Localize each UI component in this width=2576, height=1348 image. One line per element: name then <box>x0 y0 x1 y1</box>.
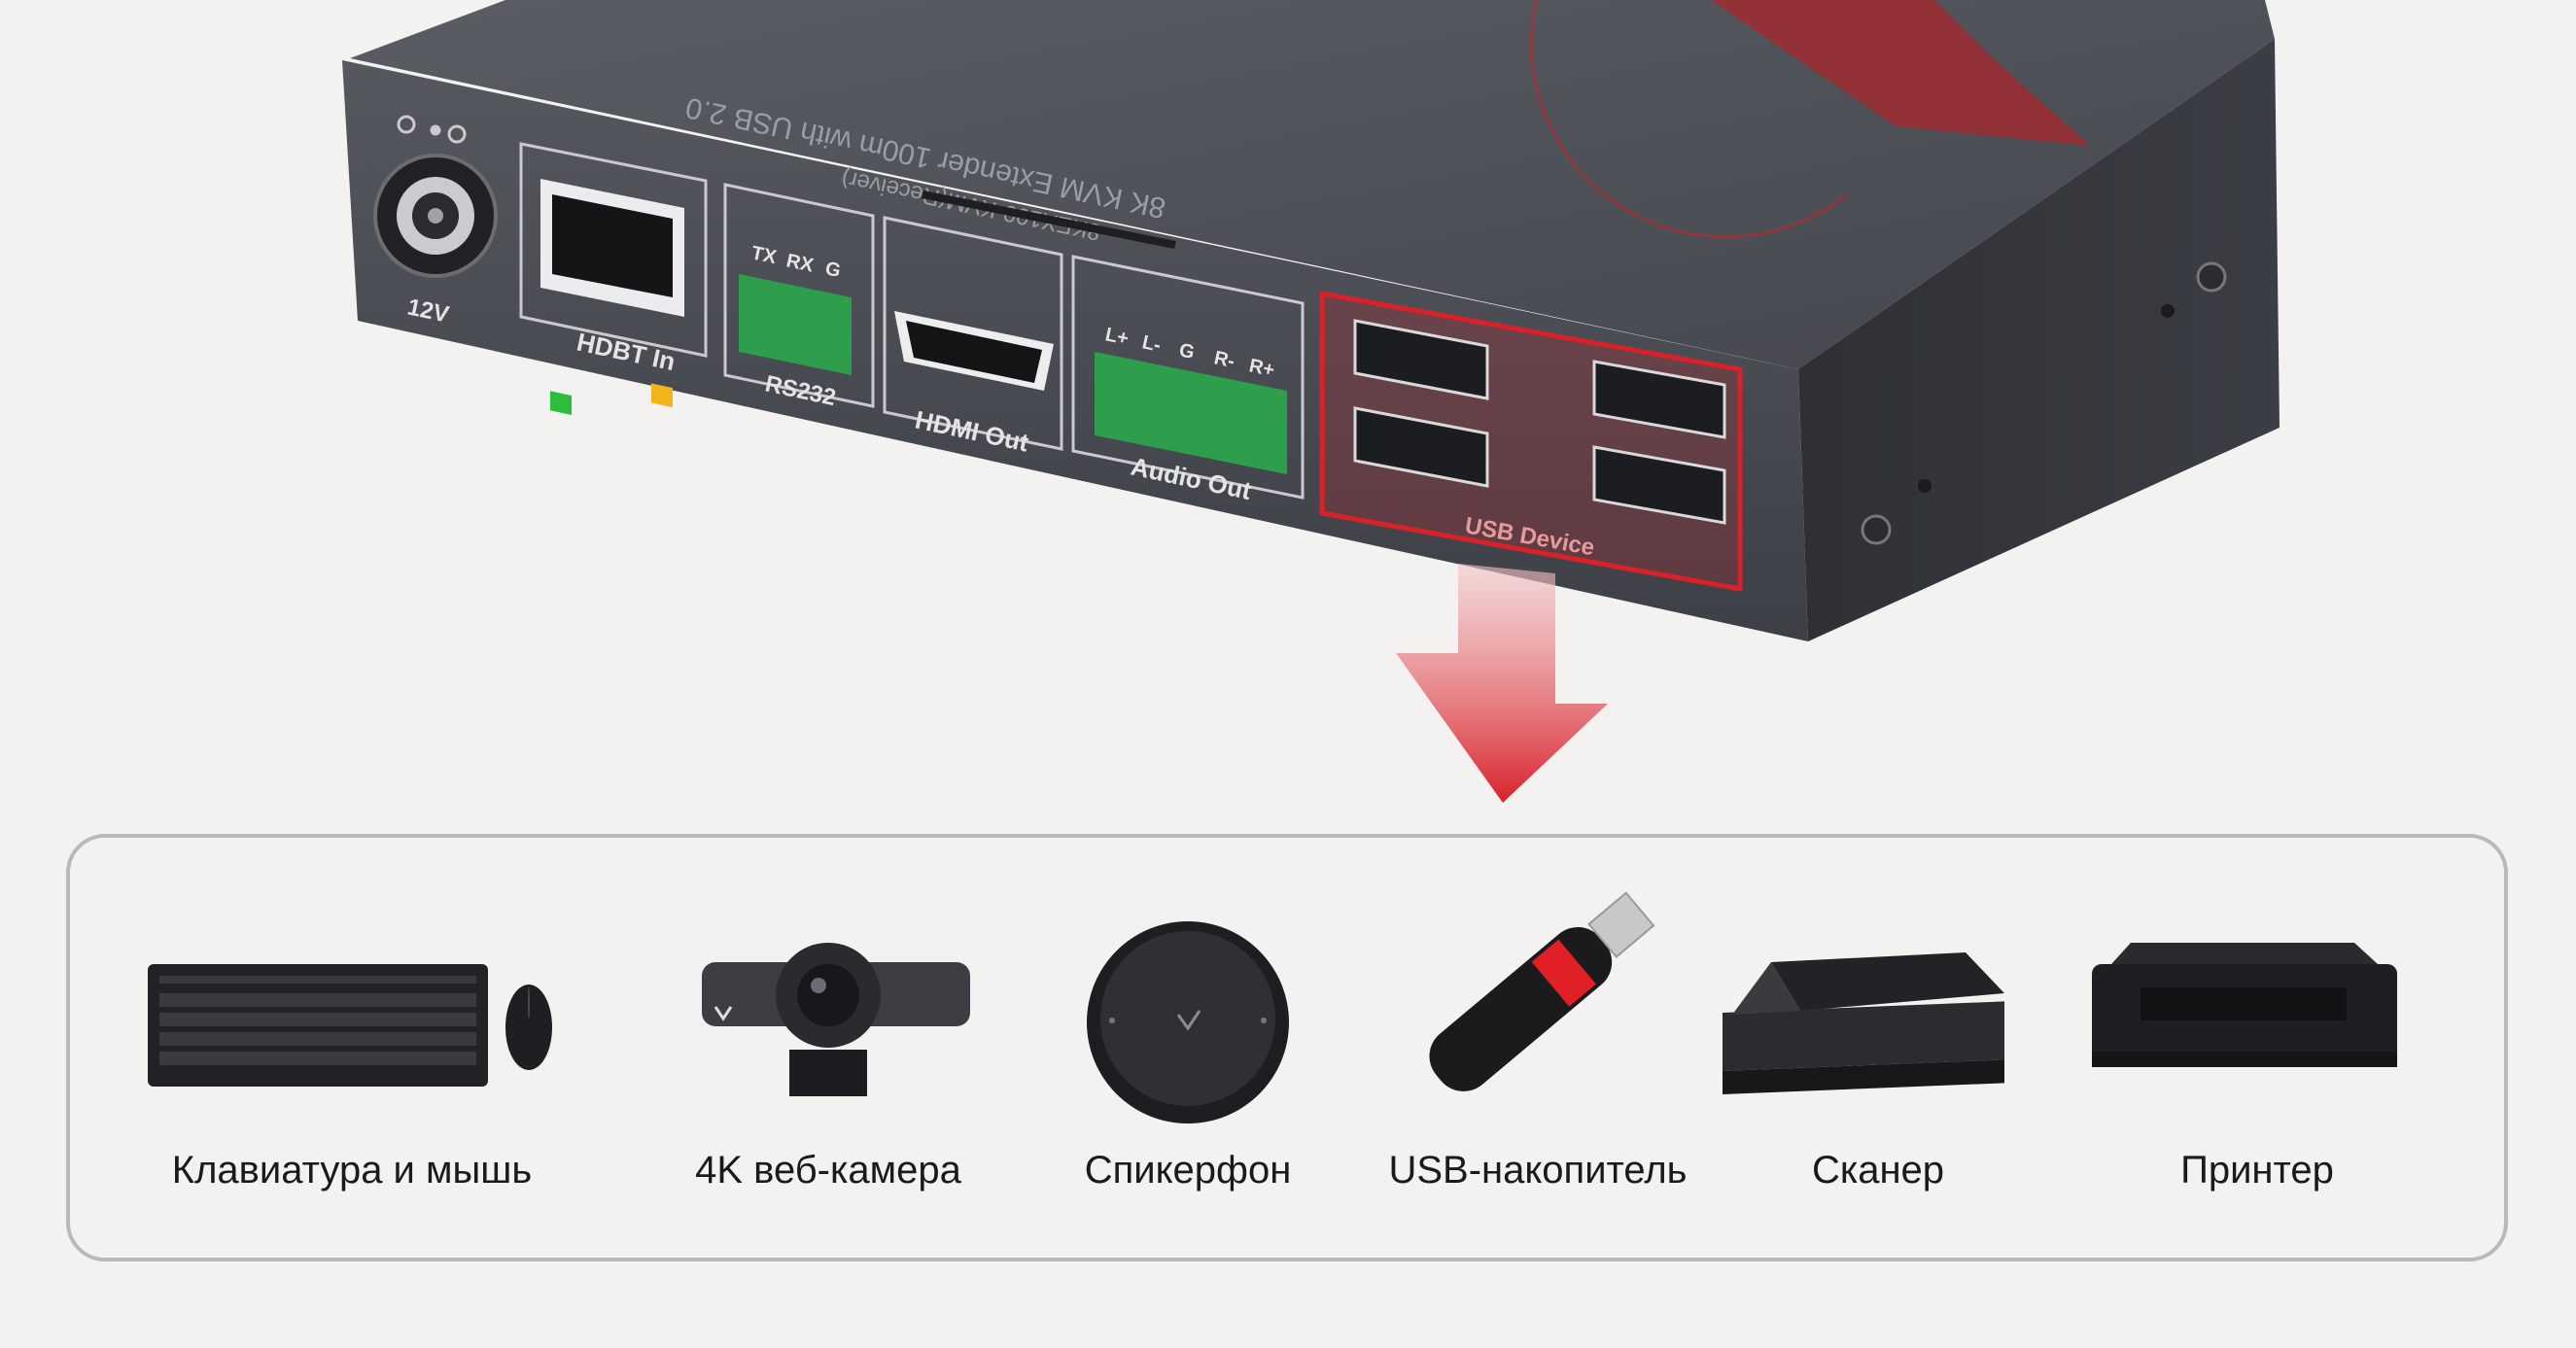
top-slot <box>922 190 1176 249</box>
usb-drive-icon <box>1429 891 1655 1091</box>
audio-pin-g: G <box>1177 339 1197 363</box>
device-label: 4K веб-камера <box>695 1149 961 1192</box>
screw-icon <box>1861 514 1892 545</box>
kvm-extender-receiver: 8K KVM Extender 100m with USB 2.0 8KEX10… <box>342 0 2280 803</box>
webcam-icon <box>702 943 970 1096</box>
audio-pin-l-minus: L- <box>1140 331 1163 356</box>
device-top-surface <box>350 0 2275 369</box>
screw-icon <box>2196 261 2227 293</box>
printer-icon <box>2092 943 2397 1067</box>
device-label: Спикерфон <box>1084 1149 1292 1192</box>
power-port: 12V <box>373 115 498 328</box>
usb-device-ports: USB Device <box>1319 291 1743 592</box>
brand-logo <box>1594 0 2090 146</box>
device-speakerphone: Спикерфон <box>1081 838 1489 1265</box>
down-arrow-icon <box>1396 564 1608 803</box>
polarity-icon <box>397 115 467 144</box>
device-side-panel <box>1798 39 2280 641</box>
side-hole <box>2161 304 2175 318</box>
audio-port: L+ L- G R- R+ Audio Out <box>1071 255 1305 505</box>
rs232-port: TX RX G RS232 <box>723 183 875 411</box>
device-keyboard-mouse: Клавиатура и мышь <box>148 838 556 1265</box>
device-label: Сканер <box>1811 1149 1945 1192</box>
device-label: USB-накопитель <box>1388 1149 1688 1192</box>
keyboard-mouse-icon <box>148 964 552 1087</box>
audio-pin-r-plus: R+ <box>1247 355 1276 381</box>
logo-ring <box>1529 0 1848 239</box>
device-scanner: Сканер <box>1693 838 2102 1265</box>
device-front-panel <box>342 60 1808 641</box>
device-usb-drive: USB-накопитель <box>1373 838 1781 1265</box>
audio-pin-r-minus: R- <box>1212 347 1236 372</box>
device-label: Принтер <box>2180 1149 2334 1192</box>
speakerphone-icon <box>1087 921 1289 1123</box>
side-hole <box>1918 479 1932 493</box>
device-webcam: 4K веб-камера <box>682 838 1091 1265</box>
device-label: Клавиатура и мышь <box>171 1149 533 1192</box>
audio-pin-l-plus: L+ <box>1103 324 1131 349</box>
usb-devices-panel: Клавиатура и мышь 4K веб-камера Спикерфо… <box>66 834 2508 1262</box>
scanner-icon <box>1723 952 2004 1094</box>
rs232-pin-g: G <box>823 258 843 282</box>
device-printer: Принтер <box>2072 838 2481 1265</box>
rs232-pin-tx: TX <box>749 242 779 268</box>
